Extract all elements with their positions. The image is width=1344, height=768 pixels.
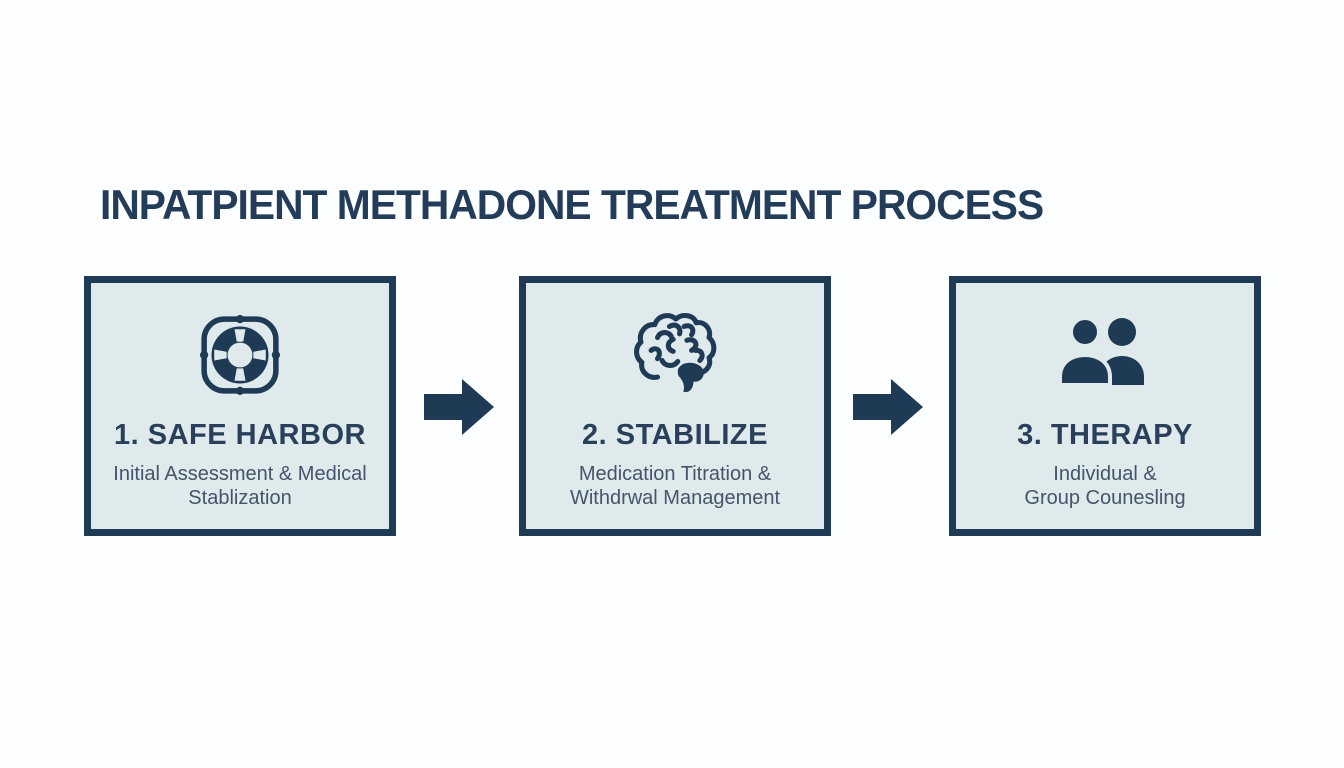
people-icon (1051, 309, 1159, 401)
step-subtitle: Individual & Group Counesling (1024, 462, 1185, 510)
right-arrow-icon (853, 379, 923, 435)
lifebuoy-icon (194, 309, 286, 401)
step-subtitle-line2: Group Counesling (1024, 487, 1186, 509)
step-heading: 1. SAFE HARBOR (114, 419, 366, 451)
diagram-title: INPATPIENT METHADONE TREATMENT PROCESS (100, 181, 1044, 228)
brain-icon (627, 309, 723, 401)
step-subtitle-line1: Individual & (1053, 463, 1157, 485)
step-box-stabilize: 2. STABILIZE Medication Titration & With… (519, 276, 831, 536)
right-arrow-icon (424, 379, 494, 435)
step-subtitle-line2: Stablization (188, 487, 292, 509)
step-box-safe-harbor: 1. SAFE HARBOR Initial Assessment & Medi… (84, 276, 396, 536)
step-subtitle-line2: Withdrwal Management (569, 487, 781, 509)
step-heading: 2. STABILIZE (582, 419, 768, 451)
step-box-therapy: 3. THERAPY Individual & Group Counesling (949, 276, 1261, 536)
step-subtitle: Medication Titration & Withdrwal Managem… (570, 462, 780, 510)
step-subtitle-line1: Initial Assessment & Medical (113, 463, 367, 485)
step-subtitle: Initial Assessment & Medical Stablizatio… (113, 462, 366, 510)
step-heading: 3. THERAPY (1017, 419, 1193, 451)
step-subtitle-line1: Medication Titration & (578, 463, 772, 485)
